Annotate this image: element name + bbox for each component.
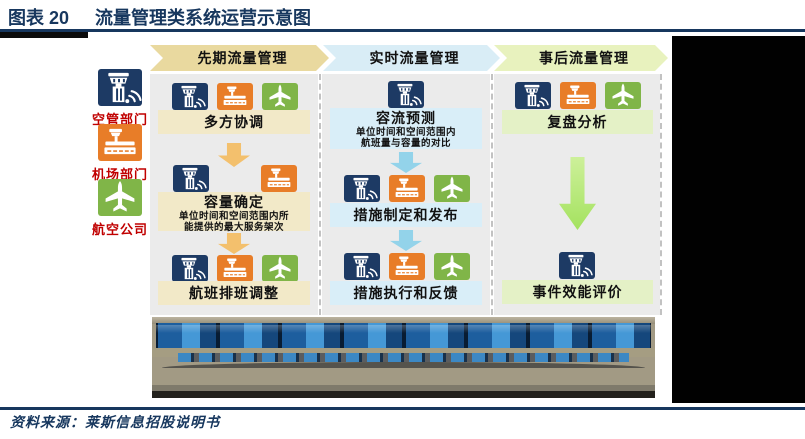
step-box-capacity-flow-prediction: 容流预测 单位时间和空间范围内 航班量与容量的对比 [330,108,482,149]
step-icons [344,175,470,202]
control-room-photo [152,317,655,398]
panel-divider-3 [660,74,662,315]
atc-tower-icon [173,165,209,192]
step-box-measures-formulation: 措施制定和发布 [330,203,482,227]
source-note: 资料来源：莱斯信息招股说明书 [10,414,220,430]
legend-item-airport: 机场部门 [90,124,150,183]
photo-console-row [162,362,645,368]
legend-label-airport: 机场部门 [91,167,148,182]
figure-title: 流量管理类系统运营示意图 [95,8,312,28]
photo-monitor-row-front [158,372,649,385]
legend-label-atc: 空管部门 [91,112,148,127]
step-icons [172,255,298,282]
figure-caption: 图表 20 流量管理类系统运营示意图 [8,4,311,30]
airport-runway-icon [217,255,253,282]
atc-tower-icon [172,83,208,110]
airport-runway-icon [217,83,253,110]
phase-header-realtime: 实时流量管理 [323,45,500,71]
top-rule-black-segment [0,32,88,38]
top-rule [0,29,805,32]
panel-divider-1 [319,74,321,315]
photo-mezzanine [152,348,655,357]
right-black-margin [672,36,805,403]
legend-item-airline: 航空公司 [90,179,150,238]
photo-video-wall-sheen [156,325,651,333]
atc-tower-icon [344,253,380,280]
airplane-icon [434,175,470,202]
photo-video-wall [156,323,651,348]
airport-runway-icon [389,175,425,202]
airplane-icon [262,255,298,282]
atc-tower-icon [388,81,424,108]
step-icons [515,82,641,109]
airplane-icon [605,82,641,109]
step-box-flight-schedule-adjustment: 航班排班调整 [158,281,310,305]
airplane-icon [98,179,142,216]
step-icons [172,83,298,110]
step-box-review-analysis: 复盘分析 [502,110,653,134]
atc-tower-icon [515,82,551,109]
atc-tower-icon [559,252,595,279]
phase-header-post: 事后流量管理 [494,45,668,71]
figure-number: 图表 20 [8,8,70,28]
airplane-icon [434,253,470,280]
photo-floor [152,391,655,398]
photo-monitor-row-back [178,353,629,362]
airport-runway-icon [560,82,596,109]
step-box-capacity-determination: 容量确定 单位时间和空间范围内所 能提供的最大服务架次 [158,192,310,233]
legend-label-airline: 航空公司 [91,222,148,237]
legend-item-atc: 空管部门 [90,69,150,128]
photo-desk-front [152,385,655,391]
atc-tower-icon [344,175,380,202]
airport-runway-icon [261,165,297,192]
step-box-measures-execution-feedback: 措施执行和反馈 [330,281,482,305]
airplane-icon [262,83,298,110]
airport-runway-icon [98,124,142,161]
panel-divider-2 [491,74,493,315]
bottom-rule [0,407,805,410]
photo-ceiling [152,317,655,324]
atc-tower-icon [172,255,208,282]
step-icons [344,253,470,280]
step-box-event-effectiveness-evaluation: 事件效能评价 [502,280,653,304]
phase-header-pretactical: 先期流量管理 [150,45,329,71]
step-box-multiparty-coordination: 多方协调 [158,110,310,134]
airport-runway-icon [389,253,425,280]
atc-tower-icon [98,69,142,106]
